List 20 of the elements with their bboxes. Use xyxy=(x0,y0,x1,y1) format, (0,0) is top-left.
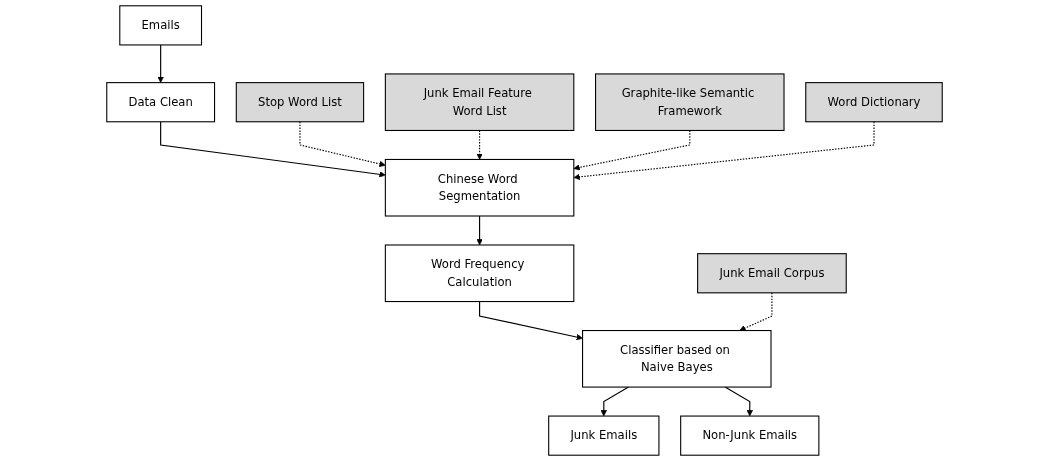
arrow xyxy=(160,121,386,178)
node-box: Stop Word List xyxy=(235,82,365,123)
node-box: Emails xyxy=(119,5,203,46)
arrow xyxy=(479,300,583,341)
node-box: Junk Email Feature Word List xyxy=(384,73,575,131)
node-box: Graphite-like Semantic Framework xyxy=(595,73,785,131)
node-box: Data Clean xyxy=(106,82,216,123)
node-box: Word Frequency Calculation xyxy=(384,244,575,303)
node-box: Junk Email Corpus xyxy=(697,253,847,294)
arrow xyxy=(476,215,483,246)
node-box: Junk Emails xyxy=(548,415,660,456)
arrow xyxy=(299,121,386,168)
node-box: Classifier based on Naive Bayes xyxy=(582,330,772,388)
node-box: Non-Junk Emails xyxy=(680,415,820,456)
node-box: Chinese Word Segmentation xyxy=(384,158,575,217)
arrow xyxy=(724,386,753,417)
arrow xyxy=(573,121,875,181)
arrow xyxy=(157,44,164,83)
arrow xyxy=(739,292,773,332)
node-box: Word Dictionary xyxy=(805,82,943,123)
